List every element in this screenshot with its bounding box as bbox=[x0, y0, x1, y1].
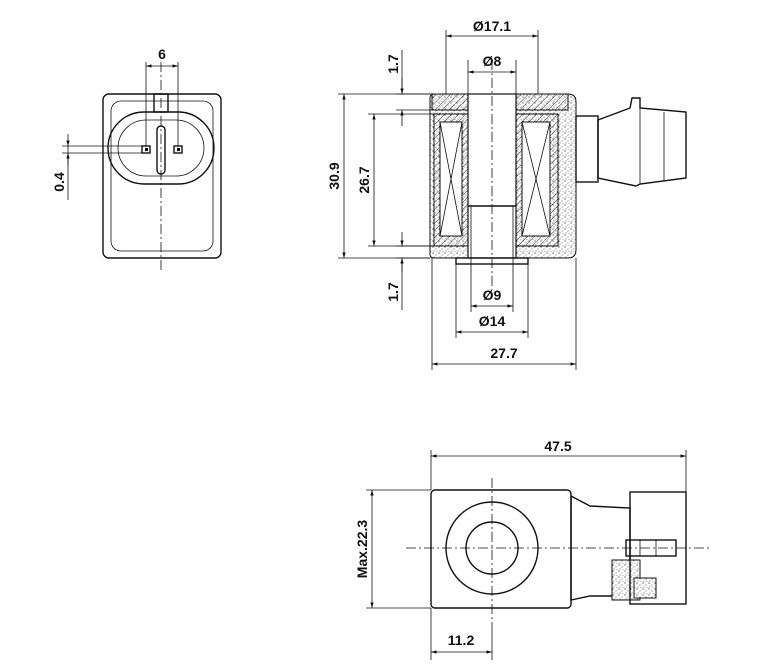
dim-inner-diameter: Ø8 bbox=[483, 53, 502, 69]
top-connector-textured bbox=[633, 577, 657, 599]
dim-bore-bottom: Ø9 bbox=[483, 287, 502, 303]
side-connector-plug bbox=[597, 97, 687, 187]
top-housing-outline bbox=[430, 489, 572, 609]
top-connector-plug bbox=[629, 491, 687, 605]
top-connector-latch bbox=[625, 539, 677, 557]
dim-body-width: 27.7 bbox=[490, 345, 517, 361]
dim-bottom-wall: 1.7 bbox=[385, 282, 401, 302]
dim-pin-thickness: 0.4 bbox=[51, 172, 67, 192]
front-housing-inner bbox=[110, 100, 214, 252]
section-view: Ø17.1 Ø8 1.7 30.9 26.7 1.7 Ø9 bbox=[326, 18, 687, 370]
pin-left-dot bbox=[145, 148, 148, 151]
front-view: 6 0.4 bbox=[51, 46, 222, 270]
dim-boss-diameter: Ø14 bbox=[479, 313, 506, 329]
pin-right-dot bbox=[177, 148, 180, 151]
dim-center-offset: 11.2 bbox=[448, 632, 475, 648]
dim-outer-diameter: Ø17.1 bbox=[473, 18, 511, 34]
dim-total-height: 30.9 bbox=[326, 162, 342, 189]
bottom-boss bbox=[455, 257, 529, 265]
dim-inner-height: 26.7 bbox=[356, 166, 372, 193]
dim-pin-spacing: 6 bbox=[158, 46, 166, 62]
dim-overall-length: 47.5 bbox=[544, 438, 571, 454]
top-view: 47.5 Max.22.3 11.2 bbox=[354, 438, 710, 660]
dim-max-height: Max.22.3 bbox=[354, 520, 370, 579]
side-connector-base bbox=[575, 115, 599, 183]
dim-top-wall: 1.7 bbox=[385, 54, 401, 74]
